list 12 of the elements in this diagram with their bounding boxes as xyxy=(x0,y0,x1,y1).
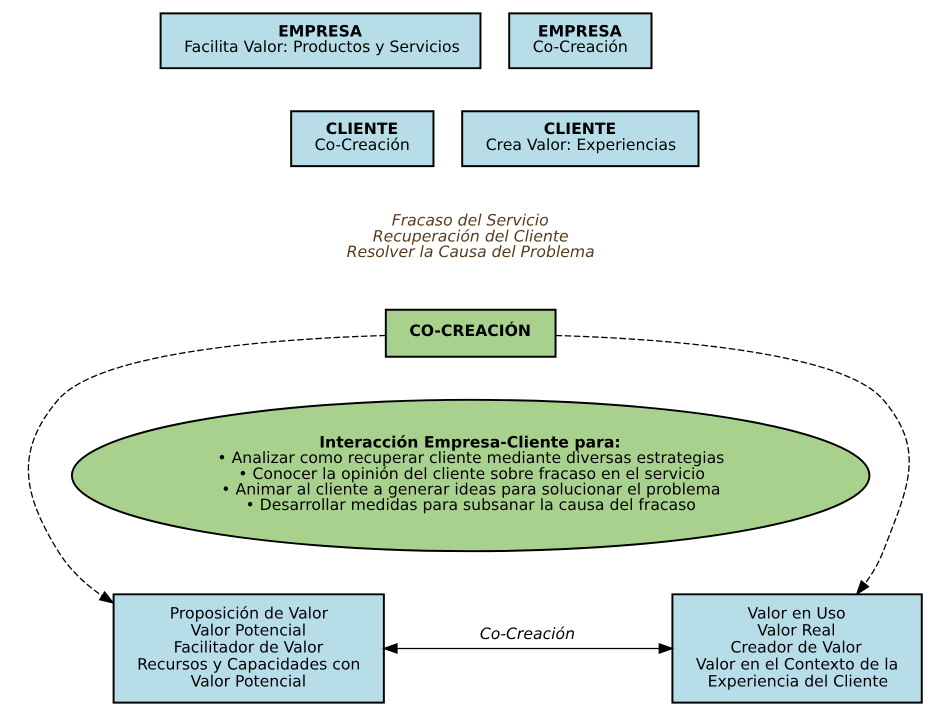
node-box: Proposición de Valor Valor Potencial Facilitador de Valor Recursos y Capacidades con Valor Potencial xyxy=(112,593,384,704)
node-box: EMPRESA Co-Creación xyxy=(508,12,652,70)
node-ellipse: Interacción Empresa-Cliente para: • Analizar como recuperar cliente mediante diversas estrategias • Conocer la opinión del cliente sobre fracaso en el servicio • Animar al cliente a generar ideas para solucionar el problema • Desarrollar medidas para subsanar la causa del fracaso xyxy=(70,398,870,552)
node-box: EMPRESA Facilita Valor: Productos y Servicios xyxy=(159,12,481,70)
node-box: CO-CREACIÓN xyxy=(384,308,556,358)
arrow xyxy=(27,334,386,604)
arrow xyxy=(555,334,910,596)
edge-label: Co-Creación xyxy=(479,624,575,643)
node-box: CLIENTE Co-Creación xyxy=(290,110,434,168)
node-box: Valor en Uso Valor Real Creador de Valor Valor en el Contexto de la Experiencia del Cliente xyxy=(670,593,922,704)
node-box: CLIENTE Crea Valor: Experiencias xyxy=(460,110,699,168)
arrow xyxy=(381,643,674,654)
